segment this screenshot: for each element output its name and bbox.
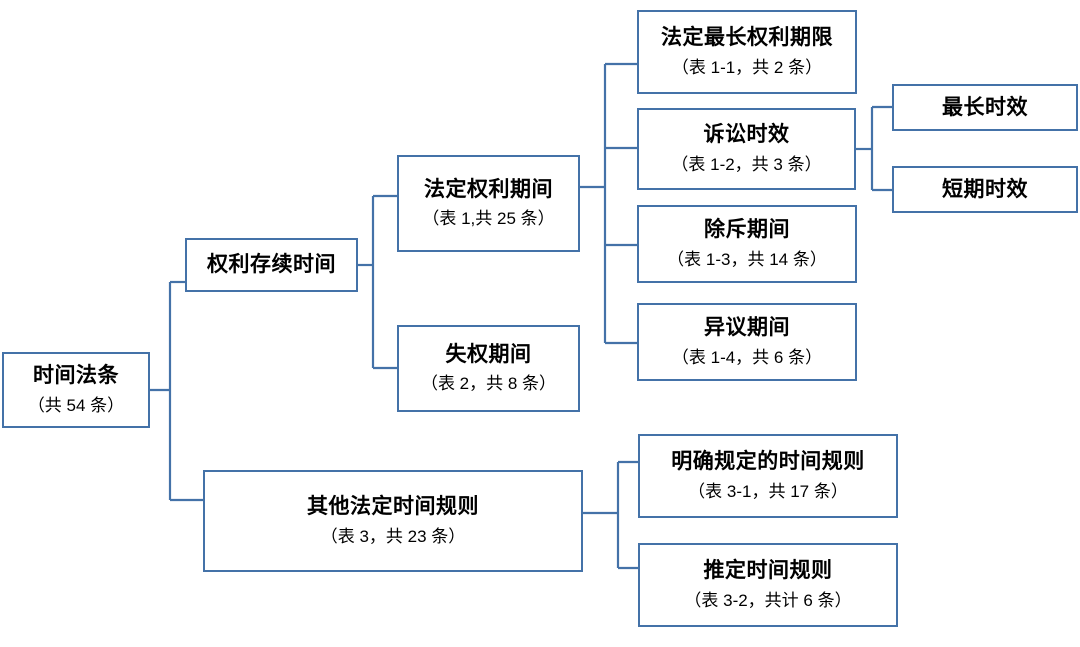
node-root-title: 时间法条 [33,364,119,388]
node-presumed-time-rules-title: 推定时间规则 [703,559,833,583]
node-explicit-time-rules-subtitle: （表 3-1，共 17 条） [688,481,848,501]
node-statutory-period-title: 法定权利期间 [424,177,553,201]
node-limitation-of-action[interactable]: 诉讼时效 （表 1-2，共 3 条） [637,108,856,190]
node-max-right-term-title: 法定最长权利期限 [661,26,833,50]
node-max-right-term-subtitle: （表 1-1，共 2 条） [671,57,823,77]
node-duration-title: 权利存续时间 [207,253,336,277]
node-root[interactable]: 时间法条 （共 54 条） [2,352,150,428]
node-exclusion-period[interactable]: 除斥期间 （表 1-3，共 14 条） [637,205,857,283]
node-presumed-time-rules-subtitle: （表 3-2，共计 6 条） [684,590,852,610]
node-max-right-term[interactable]: 法定最长权利期限 （表 1-1，共 2 条） [637,10,857,94]
node-longest-limitation[interactable]: 最长时效 [892,84,1078,131]
node-limitation-of-action-subtitle: （表 1-2，共 3 条） [671,154,822,174]
node-longest-limitation-title: 最长时效 [942,95,1028,119]
node-explicit-time-rules-title: 明确规定的时间规则 [671,450,865,474]
node-exclusion-period-subtitle: （表 1-3，共 14 条） [667,249,827,269]
node-presumed-time-rules[interactable]: 推定时间规则 （表 3-2，共计 6 条） [638,543,898,627]
node-objection-period-title: 异议期间 [704,316,790,340]
node-forfeiture-period-subtitle: （表 2，共 8 条） [420,374,557,394]
node-exclusion-period-title: 除斥期间 [704,218,790,242]
node-other-rules-title: 其他法定时间规则 [307,495,479,519]
node-explicit-time-rules[interactable]: 明确规定的时间规则 （表 3-1，共 17 条） [638,434,898,518]
node-root-subtitle: （共 54 条） [27,395,125,415]
node-objection-period[interactable]: 异议期间 （表 1-4，共 6 条） [637,303,857,381]
node-forfeiture-period-title: 失权期间 [445,342,532,366]
node-statutory-period-subtitle: （表 1,共 25 条） [422,209,555,229]
node-other-rules[interactable]: 其他法定时间规则 （表 3，共 23 条） [203,470,583,572]
node-short-limitation[interactable]: 短期时效 [892,166,1078,213]
node-short-limitation-title: 短期时效 [942,177,1028,201]
node-forfeiture-period[interactable]: 失权期间 （表 2，共 8 条） [397,325,580,412]
node-statutory-period[interactable]: 法定权利期间 （表 1,共 25 条） [397,155,580,252]
node-other-rules-subtitle: （表 3，共 23 条） [320,526,466,546]
node-limitation-of-action-title: 诉讼时效 [703,123,790,147]
node-objection-period-subtitle: （表 1-4，共 6 条） [671,347,823,367]
node-duration[interactable]: 权利存续时间 [185,238,358,292]
